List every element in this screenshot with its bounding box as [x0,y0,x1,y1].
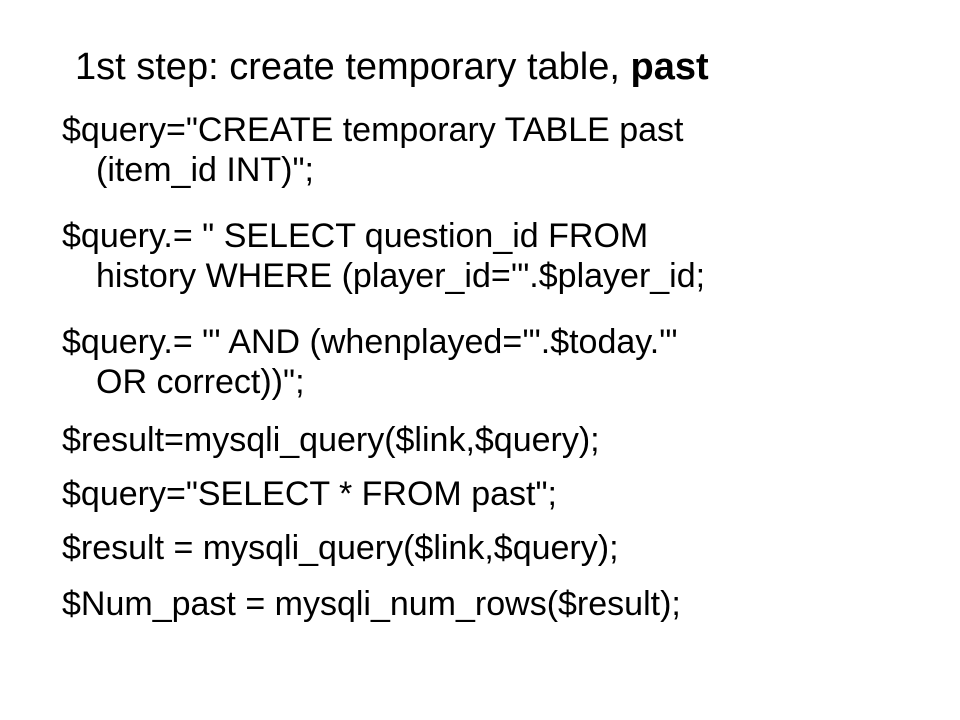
code-line-3-continued: OR correct))"; [96,363,305,401]
code-line-1: $query="CREATE temporary TABLE past [62,111,684,149]
code-line-2-continued: history WHERE (player_id='".$player_id; [96,257,706,295]
code-line-6: $result = mysqli_query($link,$query); [62,529,619,567]
code-line-1-continued: (item_id INT)"; [96,151,314,189]
slide-title-bold: past [630,46,709,88]
code-line-3: $query.= "' AND (whenplayed='".$today."' [62,323,678,361]
code-line-7: $Num_past = mysqli_num_rows($result); [62,585,681,623]
code-line-5: $query="SELECT * FROM past"; [62,475,557,513]
slide-title-text: 1st step: create temporary table, [75,46,631,88]
code-line-4: $result=mysqli_query($link,$query); [62,421,600,459]
slide-title: 1st step: create temporary table, past [75,44,709,90]
code-line-2: $query.= " SELECT question_id FROM [62,217,649,255]
